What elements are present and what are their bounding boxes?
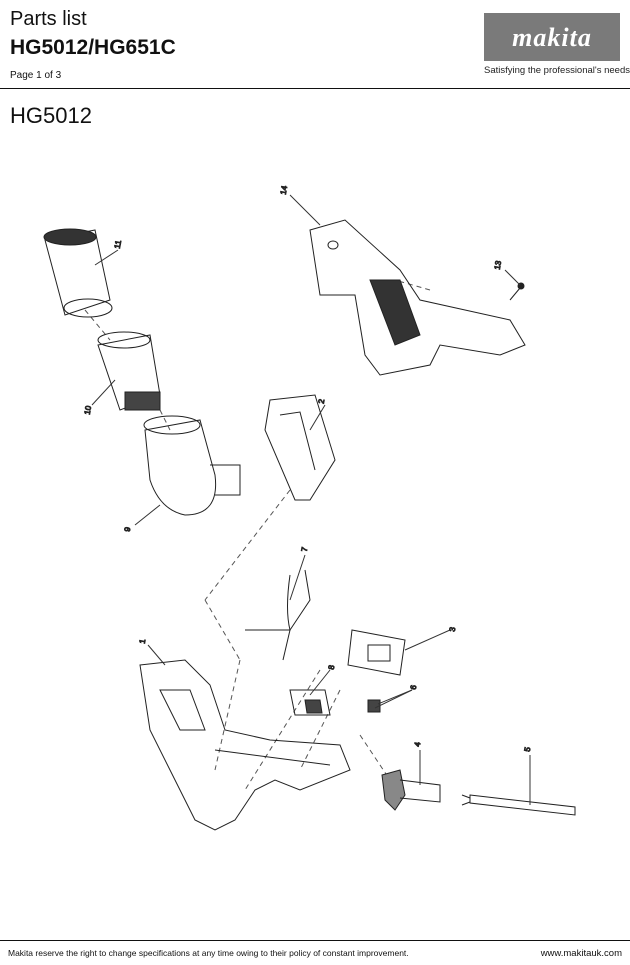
- part-7-wire: [245, 569, 311, 661]
- footer-disclaimer: Makita reserve the right to change speci…: [8, 948, 409, 958]
- page-indicator: Page 1 of 3: [10, 70, 62, 81]
- callout-14: 14: [279, 184, 290, 195]
- callout-13: 13: [493, 259, 504, 270]
- callout-leaders: [91, 194, 531, 805]
- callout-1: 1: [138, 638, 148, 644]
- callout-9: 9: [123, 526, 133, 532]
- callout-6: 6: [409, 684, 419, 690]
- callout-5: 5: [523, 746, 533, 752]
- doc-type: Parts list: [10, 8, 87, 30]
- part-4-cord-guard: [381, 769, 441, 811]
- part-5-power-cord: [461, 794, 576, 816]
- callout-10: 10: [83, 404, 94, 415]
- part-11-sleeve: [43, 228, 113, 318]
- exploded-parts-diagram: 11 10 9 2 14 13 7 3 8 6 1 4 5: [43, 184, 576, 831]
- part-10-heater: [97, 331, 161, 411]
- logo-text: makita: [512, 23, 592, 52]
- brand-tagline: Satisfying the professional's needs: [484, 65, 630, 76]
- part-14-housing-top: [309, 219, 526, 376]
- callout-4: 4: [413, 741, 423, 747]
- makita-logo: makita: [484, 13, 620, 61]
- part-2-switch-cover: [264, 394, 336, 501]
- callout-11: 11: [113, 239, 123, 249]
- callout-7: 7: [300, 546, 310, 552]
- assembly-guide-lines: [84, 279, 431, 791]
- part-3-switch-plate: [347, 629, 406, 676]
- callout-3: 3: [448, 626, 458, 632]
- model-numbers: HG5012/HG651C: [10, 36, 176, 59]
- callout-2: 2: [317, 398, 327, 404]
- part-9-nozzle-housing: [143, 415, 241, 516]
- callout-8: 8: [327, 664, 337, 670]
- header-divider: [0, 88, 630, 89]
- footer-url[interactable]: www.makitauk.com: [540, 948, 622, 959]
- part-1-housing-bottom: [139, 659, 351, 831]
- part-13-screw: [509, 282, 525, 301]
- part-8-capacitor: [289, 689, 331, 716]
- section-title: HG5012: [10, 103, 92, 128]
- footer-divider: [0, 940, 630, 941]
